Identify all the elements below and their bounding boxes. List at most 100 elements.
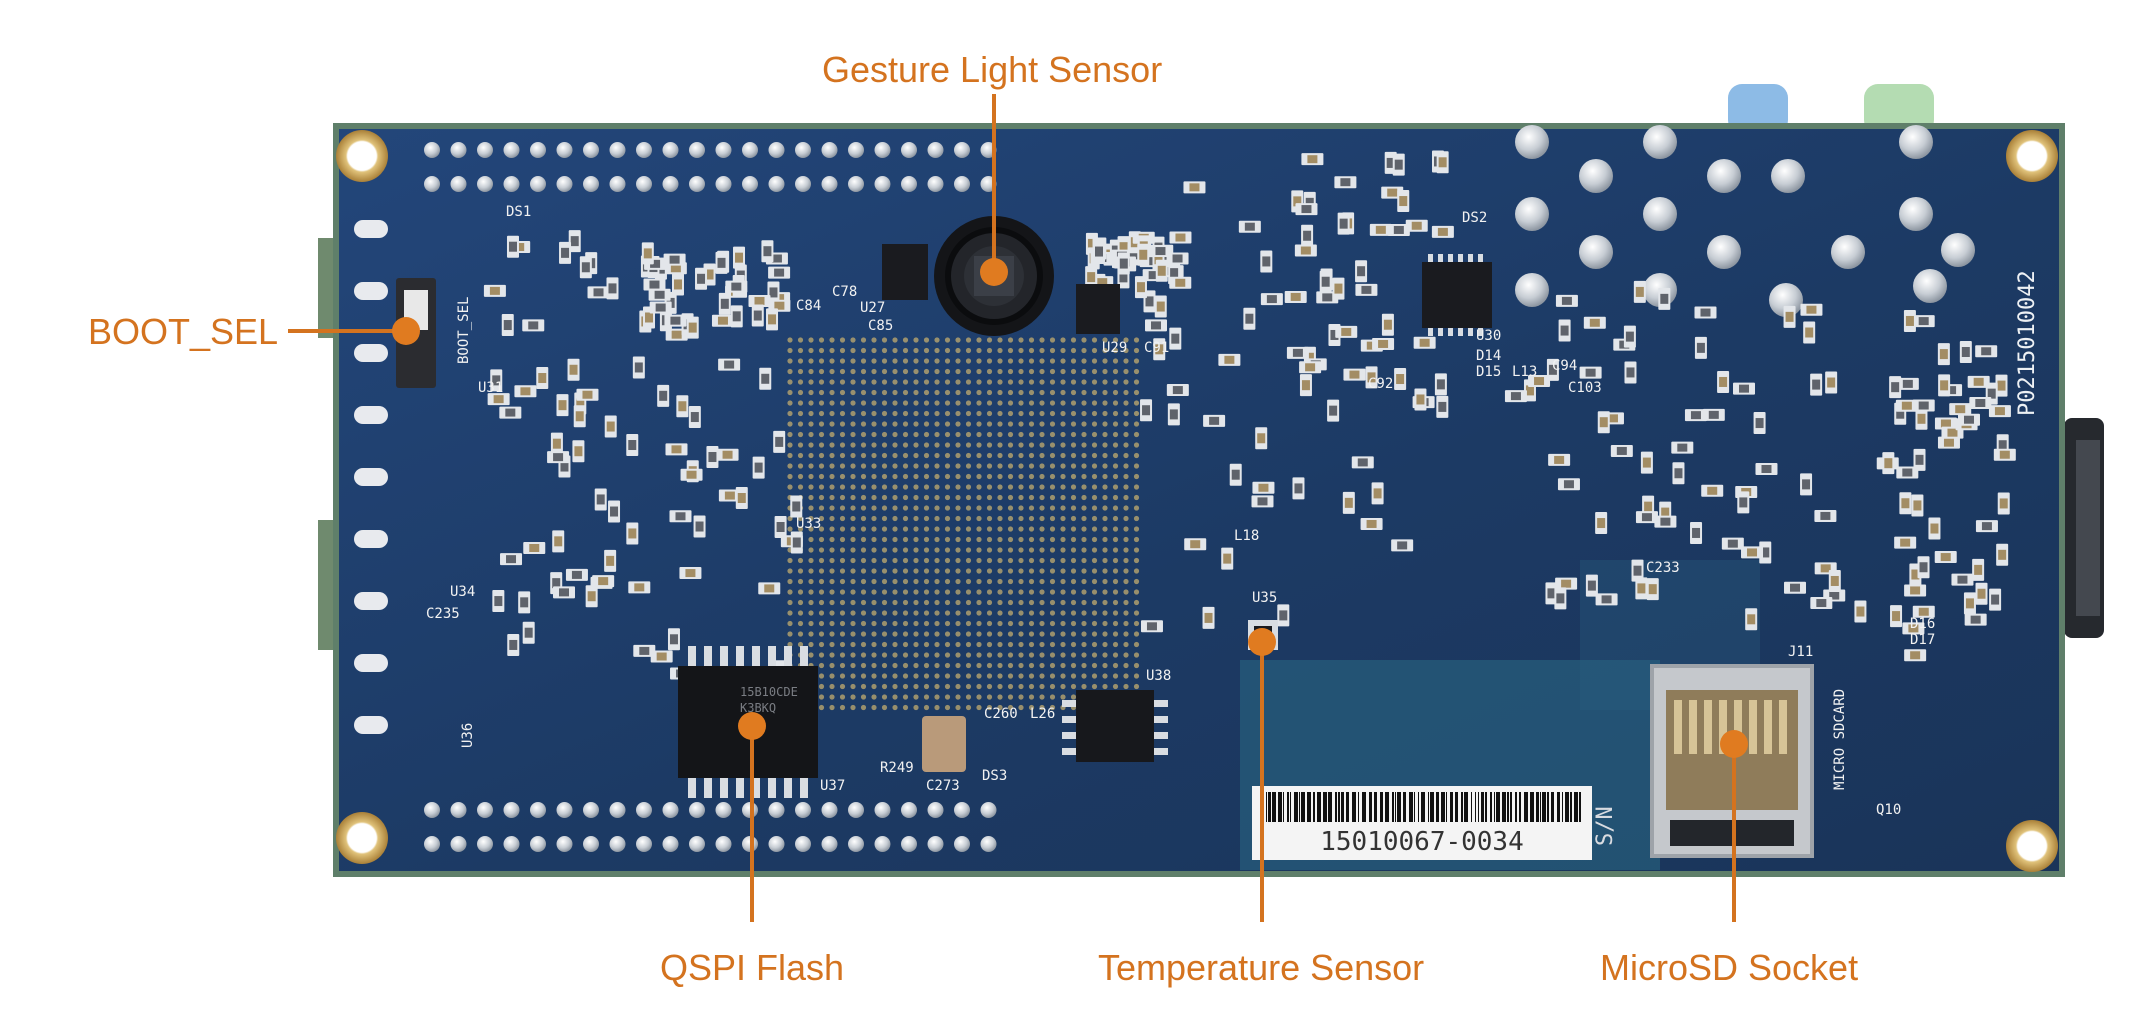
bga-ball (1028, 410, 1035, 417)
bga-ball (881, 673, 888, 679)
bga-ball (913, 442, 919, 448)
passive-part (1167, 403, 1180, 426)
bga-ball (1070, 463, 1077, 469)
bga-ball (1070, 694, 1077, 700)
bga-ball (986, 400, 993, 406)
bga-ball (818, 683, 825, 690)
bga-ball (860, 704, 867, 711)
bga-ball (818, 337, 825, 343)
passive-part (1912, 315, 1935, 328)
bga-ball (871, 505, 877, 511)
bga-ball (1060, 694, 1066, 700)
ref-c92: C92 (1368, 376, 1393, 392)
bga-ball (1049, 442, 1056, 448)
bga-ball (797, 578, 804, 585)
passive-part (1610, 444, 1633, 457)
bga-ball (1081, 400, 1087, 406)
ref-c94: C94 (1552, 358, 1577, 374)
ref-u29: U29 (1102, 340, 1127, 356)
bga-ball (818, 347, 825, 354)
bga-ball (818, 547, 825, 553)
bga-ball (1081, 652, 1087, 658)
bga-ball (1133, 347, 1140, 354)
header-pin (768, 142, 785, 158)
bga-ball (860, 515, 867, 522)
header-pin (927, 142, 944, 158)
bga-ball (1039, 547, 1045, 553)
bga-ball (944, 473, 951, 480)
bga-ball (976, 526, 982, 532)
bga-ball (892, 599, 898, 606)
bga-ball (1091, 652, 1098, 658)
bga-ball (839, 368, 846, 375)
bga-ball (787, 631, 793, 637)
bga-ball (1049, 683, 1056, 690)
bga-ball (1123, 620, 1129, 627)
bga-ball (997, 683, 1003, 690)
bga-ball (1123, 358, 1129, 364)
passive-part (718, 489, 741, 502)
bga-ball (955, 589, 961, 595)
bga-ball (881, 526, 888, 532)
passive-part (1854, 600, 1867, 623)
header-pin (980, 836, 997, 852)
passive-part (500, 553, 523, 566)
bga-ball (902, 463, 909, 469)
connector-pin (1515, 273, 1549, 307)
bga-ball (986, 631, 993, 637)
bga-ball (976, 452, 982, 459)
passive-part (1633, 280, 1646, 303)
passive-part (758, 582, 781, 595)
bga-ball (881, 557, 888, 564)
bga-ball (1070, 505, 1077, 511)
bga-ball (1049, 347, 1056, 354)
bga-ball (850, 505, 856, 511)
bga-ball (1039, 358, 1045, 364)
header-pin (715, 176, 732, 192)
mounting-hole-top-left (336, 130, 388, 182)
bga-ball (923, 662, 930, 669)
bga-ball (1133, 536, 1140, 543)
chip-u27 (882, 244, 928, 300)
bga-ball (1060, 673, 1066, 679)
passive-part (1405, 219, 1428, 232)
bga-ball (1039, 631, 1045, 637)
bga-ball (1123, 431, 1129, 438)
bga-ball (1007, 620, 1014, 627)
bga-ball (965, 536, 972, 543)
bga-ball (923, 610, 930, 616)
bga-ball (797, 347, 804, 354)
bga-ball (1102, 599, 1108, 606)
bga-ball (902, 641, 909, 648)
bga-ball (1007, 557, 1014, 564)
bga-ball (1081, 421, 1087, 427)
mounting-hole-top-right (2006, 130, 2058, 182)
bga-ball (965, 494, 972, 501)
bga-ball (976, 652, 982, 658)
bga-ball (1112, 484, 1119, 490)
bga-ball (1049, 610, 1056, 616)
passive-part (1337, 212, 1350, 235)
bga-ball (1039, 578, 1045, 585)
bga-ball (986, 347, 993, 354)
bga-ball (965, 568, 972, 574)
bga-ball (944, 578, 951, 585)
bga-ball (1007, 704, 1014, 711)
bga-ball (892, 452, 898, 459)
bga-ball (902, 473, 909, 480)
bga-ball (986, 578, 993, 585)
bga-ball (1133, 515, 1140, 522)
bga-ball (881, 368, 888, 375)
passive-part (1355, 260, 1368, 283)
bga-ball (1133, 599, 1140, 606)
passive-part (499, 406, 522, 419)
bga-ball (797, 410, 804, 417)
bga-ball (1102, 641, 1108, 648)
bga-ball (955, 442, 961, 448)
bga-ball (944, 536, 951, 543)
passive-part (761, 240, 774, 263)
bga-ball (881, 452, 888, 459)
bga-ball (1018, 536, 1024, 543)
header-pin (609, 176, 626, 192)
bga-ball (934, 389, 940, 396)
